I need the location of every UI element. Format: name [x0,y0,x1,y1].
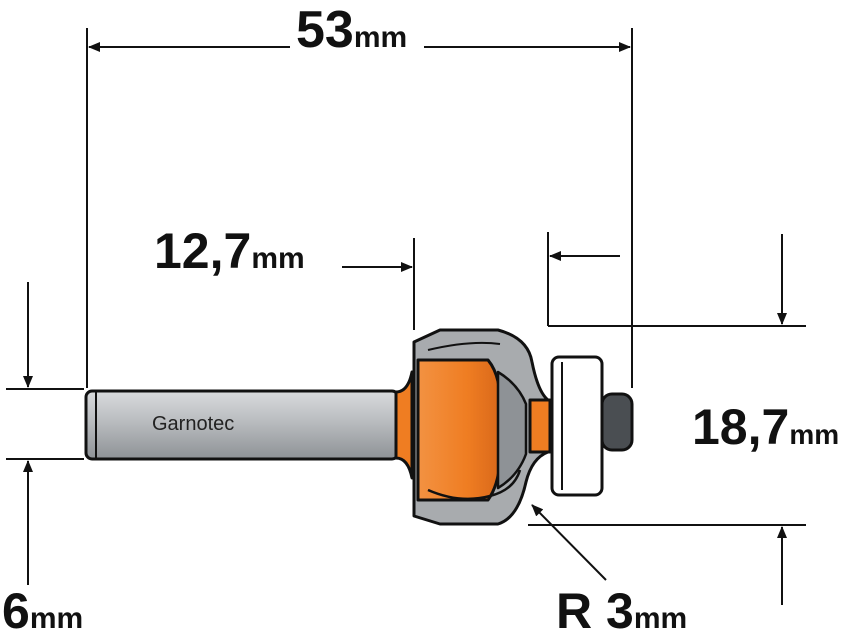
router-bit [84,328,634,526]
dimension-arrows [23,42,787,605]
dim-cutting-length-value: 12,7 [154,223,251,279]
radius-profile-edge [427,469,522,501]
shank [84,389,400,461]
dim-cutting-length-unit: mm [251,242,304,275]
dim-diameter: 18,7mm [692,399,839,455]
dim-diameter-value: 18,7 [692,399,789,455]
bearing-screw [600,392,634,452]
dim-overall-length-unit: mm [354,21,407,54]
dim-shank-value: 6 [2,583,30,639]
guide-bearing [550,355,604,497]
dim-cutting-length: 12,7mm [154,223,305,279]
arrow-radius-leader [531,504,607,581]
shank-brand-label: Garnotec [152,413,234,435]
top-profile-edge [427,341,501,351]
extension-lines [6,28,806,526]
dim-radius-value: R 3 [556,583,634,639]
carbide-insert [416,358,502,502]
dim-shank: 6mm [2,583,83,639]
dim-overall-length-value: 53 [296,1,354,59]
dim-radius-unit: mm [634,602,687,635]
bearing-spacer [528,398,552,454]
dim-shank-unit: mm [30,602,83,635]
shank-neck [394,370,414,480]
dim-radius: R 3mm [556,583,687,639]
profile-groove [496,370,528,490]
dim-diameter-unit: mm [789,419,839,450]
dim-overall-length: 53mm [296,1,407,59]
